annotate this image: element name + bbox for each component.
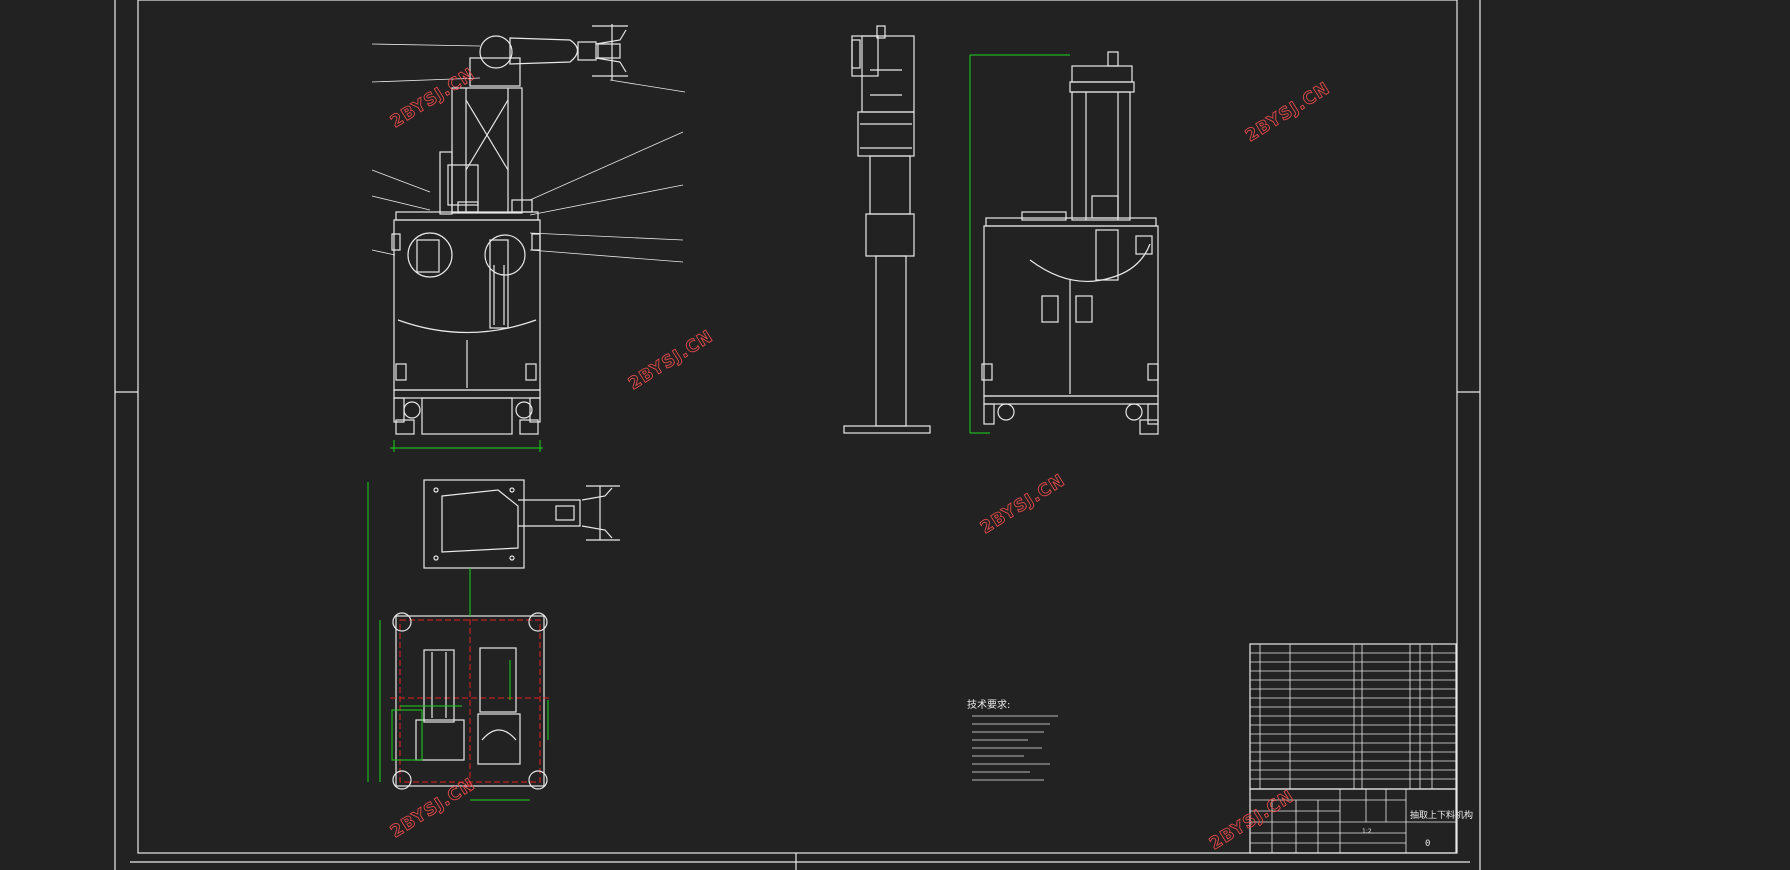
watermarks: 2BYSJ.CN 2BYSJ.CN 2BYSJ.CN 2BYSJ.CN 2BYS… <box>387 64 1335 855</box>
side-view <box>843 25 931 434</box>
watermark: 2BYSJ.CN <box>387 774 479 842</box>
watermark: 2BYSJ.CN <box>1206 786 1298 854</box>
watermark: 2BYSJ.CN <box>977 470 1069 538</box>
tech-requirements-heading: 技术要求: <box>967 698 1010 711</box>
watermark: 2BYSJ.CN <box>387 64 479 132</box>
tech-requirements: 技术要求: <box>967 698 1058 781</box>
sheet-border <box>114 0 1481 870</box>
watermark: 2BYSJ.CN <box>1242 78 1334 146</box>
front-view <box>371 24 686 452</box>
title-block: 抽取上下料机构 1:2 0 <box>1249 788 1473 854</box>
top-view <box>367 479 620 801</box>
watermark: 2BYSJ.CN <box>625 326 717 394</box>
sheet-number: 0 <box>1425 839 1430 849</box>
right-view <box>969 51 1159 435</box>
parts-list <box>1249 643 1457 790</box>
scale-ratio: 1:2 <box>1362 828 1372 835</box>
drawing-title: 抽取上下料机构 <box>1410 809 1473 821</box>
